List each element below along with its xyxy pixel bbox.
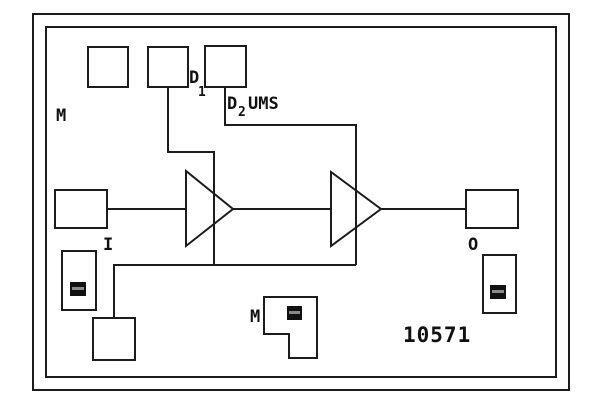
label-input: I bbox=[103, 235, 113, 255]
via-left bbox=[70, 282, 86, 296]
amplifier-1-symbol bbox=[185, 168, 235, 249]
via-mount-bottom bbox=[287, 306, 302, 320]
label-output: O bbox=[468, 235, 478, 255]
label-d2-subscript: 2 bbox=[238, 105, 246, 120]
chip-outer-border bbox=[32, 13, 570, 391]
pad-output bbox=[465, 189, 519, 229]
label-d1-subscript: 1 bbox=[198, 85, 206, 100]
pad-via-right bbox=[482, 254, 517, 314]
pad-input bbox=[54, 189, 108, 229]
via-mount-slit bbox=[289, 311, 300, 314]
label-d1: D bbox=[189, 68, 199, 88]
via-right bbox=[490, 285, 506, 299]
d2-bias-wire bbox=[224, 87, 357, 265]
ground-bus-wire bbox=[113, 264, 356, 318]
d1-bias-wire bbox=[167, 87, 215, 265]
pad-mount-bottom bbox=[263, 296, 318, 359]
label-mount-top: M bbox=[56, 106, 66, 126]
via-right-slit bbox=[492, 290, 504, 293]
pad-d1 bbox=[147, 46, 189, 88]
via-left-slit bbox=[72, 287, 84, 290]
label-d2: D bbox=[227, 94, 237, 114]
label-mount-bottom: M bbox=[250, 307, 260, 327]
pad-via-left bbox=[61, 250, 97, 311]
label-part-number: 10571 bbox=[403, 323, 471, 347]
pad-d2 bbox=[204, 45, 247, 88]
chip-inner-border bbox=[45, 26, 557, 378]
pad-mount-top bbox=[87, 46, 129, 88]
pad-bottom-left bbox=[92, 317, 136, 361]
label-foundry: UMS bbox=[248, 94, 279, 114]
